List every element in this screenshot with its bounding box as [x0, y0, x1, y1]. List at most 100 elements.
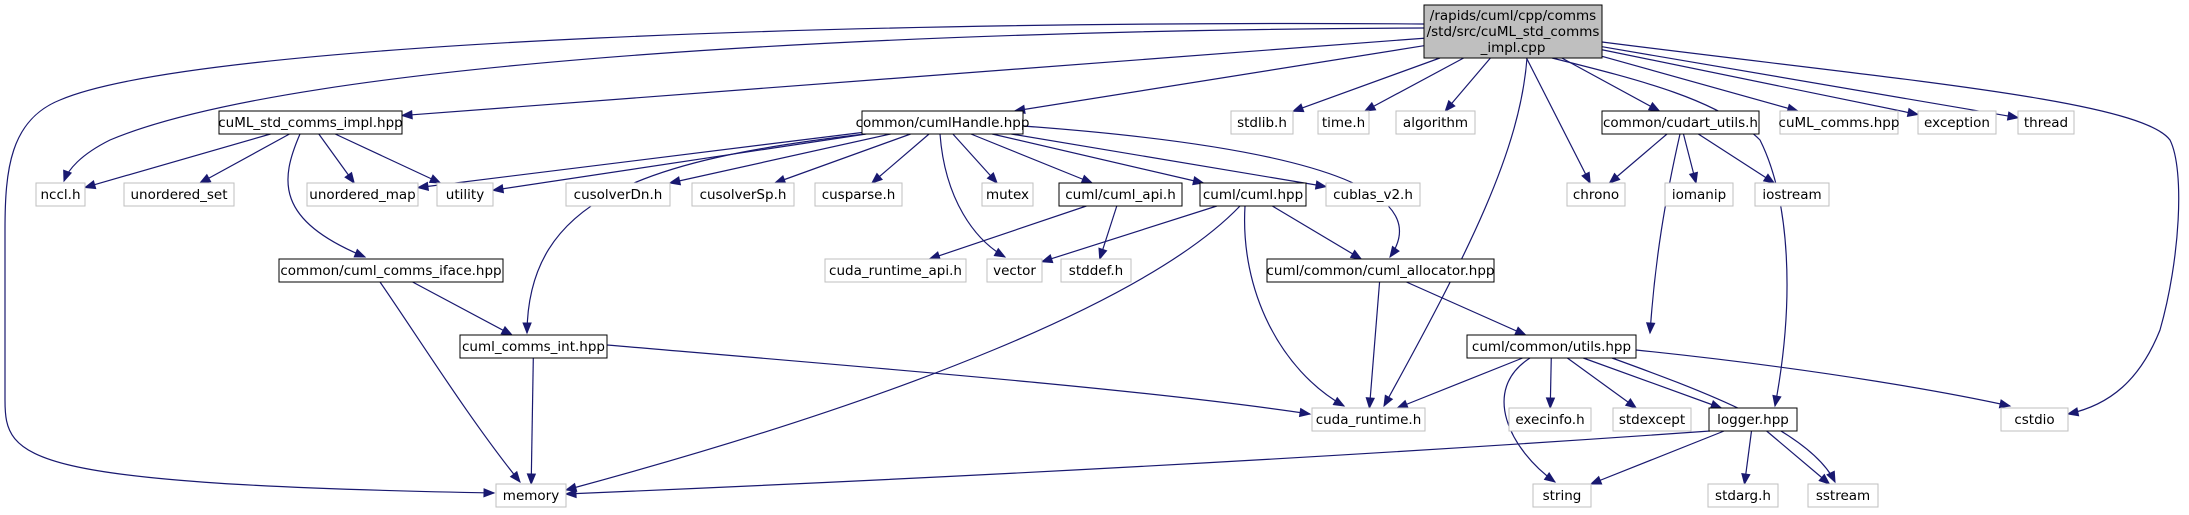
edge-line [1583, 357, 1722, 409]
edge-line [871, 133, 930, 184]
arrowhead [491, 184, 505, 194]
arrowhead [526, 473, 537, 486]
edge-root-to-cumlHandle [1013, 45, 1425, 115]
node-vector: vector [986, 258, 1043, 283]
node-box [1708, 407, 1798, 432]
arrowhead [483, 488, 496, 498]
arrowhead [2006, 111, 2020, 121]
node-box [824, 258, 967, 283]
node-box [814, 182, 903, 207]
arrowhead [1545, 397, 1556, 410]
node-label: mutex [986, 187, 1029, 203]
node-root[interactable]: /rapids/cuml/cpp/comms/std/src/cuML_std_… [1423, 4, 1603, 59]
arrowhead [1624, 397, 1638, 409]
edge-allocator-to-utils_hpp [1406, 281, 1527, 336]
arrowhead [1998, 399, 2012, 409]
arrowhead [1363, 101, 1377, 112]
node-label: string [1543, 488, 1582, 504]
edge-line [526, 133, 866, 334]
edge-root-to-memory [4, 22, 1425, 498]
arrowhead [344, 171, 355, 185]
node-unordered_set: unordered_set [123, 182, 235, 207]
node-nccl: nccl.h [35, 182, 86, 207]
arrowhead [416, 181, 430, 192]
node-label: common/cudart_utils.h [1603, 115, 1758, 131]
node-box [218, 110, 403, 135]
arrowhead [1688, 171, 1699, 185]
arrowhead [993, 247, 1007, 258]
node-stdarg: stdarg.h [1707, 483, 1779, 508]
node-stddef: stddef.h [1060, 258, 1132, 283]
edge-cumlHandle-to-comms_int [522, 133, 866, 335]
node-iostream: iostream [1754, 182, 1830, 207]
node-comms_iface[interactable]: common/cuml_comms_iface.hpp [278, 258, 504, 283]
node-label: exception [1924, 115, 1990, 131]
edge-line [606, 344, 1311, 415]
node-thread: thread [2017, 110, 2075, 135]
edge-cudart_utils-to-chrono [1608, 133, 1668, 184]
arrowhead [198, 173, 212, 184]
edge-cumlHandle-to-cublas [1011, 133, 1328, 190]
arrowhead [1581, 171, 1591, 185]
node-stdexcept: stdexcept [1612, 407, 1692, 432]
arrowhead [564, 488, 577, 499]
edge-impl_hpp-to-unordered_set [198, 133, 290, 184]
node-label: _impl.cpp [1480, 40, 1546, 56]
edge-line [1566, 357, 1637, 409]
edge-line [991, 133, 1204, 184]
node-box [1266, 258, 1495, 283]
node-label: cusolverSp.h [700, 187, 787, 203]
node-comms_int[interactable]: cuml_comms_int.hpp [459, 334, 608, 359]
node-chrono: chrono [1566, 182, 1626, 207]
edge-root-to-logger [1551, 57, 1788, 408]
node-utils_hpp[interactable]: cuml/common/utils.hpp [1466, 334, 1637, 359]
edge-cumlHandle-to-unordered_map [416, 131, 863, 192]
node-label: stddef.h [1069, 263, 1123, 279]
edge-root-to-cstdio [1601, 41, 2180, 417]
edge-line [1368, 281, 1381, 409]
node-logger[interactable]: logger.hpp [1708, 407, 1798, 432]
arrowhead [1444, 99, 1456, 113]
node-cudart_utils[interactable]: common/cudart_utils.h [1601, 110, 1760, 135]
node-label: unordered_set [130, 187, 227, 203]
arrowhead [2066, 407, 2080, 417]
edge-line [1601, 46, 2019, 119]
edge-logger-to-sstream [1766, 430, 1831, 485]
edge-impl_hpp-to-unordered_map [318, 133, 355, 185]
node-exception: exception [1917, 110, 1997, 135]
node-box [278, 258, 504, 283]
edge-impl_hpp-to-utility [334, 133, 442, 184]
node-box [861, 110, 1024, 135]
node-impl_hpp[interactable]: cuML_std_comms_impl.hpp [218, 110, 403, 135]
edge-line [1503, 357, 1556, 483]
edge-line [1022, 125, 1400, 258]
node-allocator[interactable]: cuml/common/cuml_allocator.hpp [1266, 258, 1495, 283]
node-box [436, 182, 494, 207]
node-cuml_hpp[interactable]: cuml/cuml.hpp [1199, 182, 1307, 207]
arrowhead [928, 251, 942, 261]
edge-line [1243, 205, 1345, 407]
edge-cuml_hpp-to-cuda_runtime [1243, 205, 1346, 407]
edge-line [1601, 49, 1919, 116]
node-string: string [1532, 483, 1592, 508]
arrowhead [1772, 394, 1782, 408]
node-algorithm: algorithm [1395, 110, 1476, 135]
edge-logger-to-string [1589, 430, 1725, 485]
edge-line [530, 357, 534, 485]
edge-cuml_hpp-to-memory [564, 205, 1241, 492]
node-box [306, 182, 419, 207]
node-box [2017, 110, 2075, 135]
edge-line [774, 133, 911, 184]
edge-cumlHandle-to-cuml_api [970, 133, 1094, 184]
node-label: algorithm [1403, 115, 1468, 131]
edge-cuml_hpp-to-allocator [1271, 205, 1363, 260]
node-unordered_map: unordered_map [306, 182, 419, 207]
node-cumlHandle[interactable]: common/cumlHandle.hpp [856, 110, 1030, 135]
edge-line [1364, 57, 1464, 112]
node-box [1311, 407, 1426, 432]
edge-comms_iface-to-comms_int [412, 281, 514, 336]
arrowhead [1098, 247, 1108, 261]
edge-line [939, 133, 1006, 258]
node-cuml_api[interactable]: cuml/cuml_api.h [1058, 182, 1183, 207]
edge-line [417, 131, 863, 189]
